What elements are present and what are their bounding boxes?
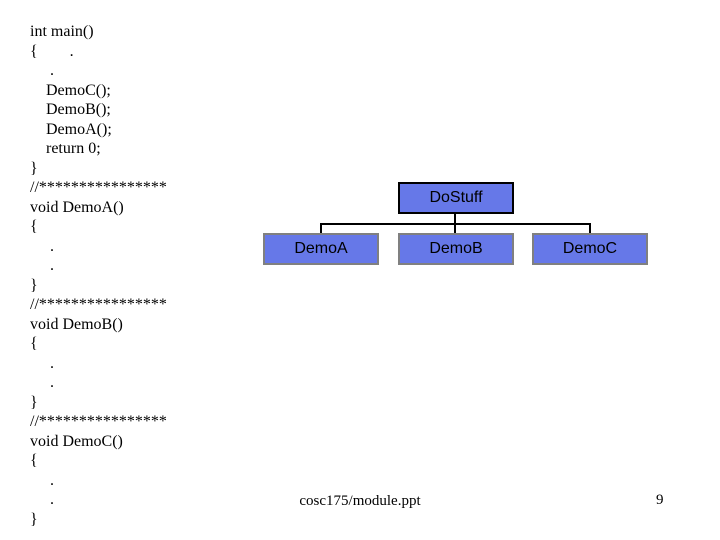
code-line: { .	[30, 42, 74, 60]
code-line: //****************	[30, 179, 167, 196]
code-line: .	[30, 491, 54, 508]
code-line: return 0;	[30, 140, 101, 157]
code-line: {	[30, 452, 38, 469]
code-line: .	[30, 257, 54, 274]
footer-text: cosc175/module.ppt	[299, 493, 421, 509]
node-demob: DemoB	[398, 233, 514, 265]
node-democ: DemoC	[532, 233, 648, 265]
code-line: {	[30, 335, 38, 352]
code-line: void DemoB()	[30, 315, 123, 333]
node-dostuff: DoStuff	[398, 182, 514, 214]
node-demoa: DemoA	[263, 233, 379, 265]
code-line: }	[30, 159, 38, 177]
code-line: .	[30, 471, 54, 489]
connector-root-stem	[454, 212, 456, 224]
connector-stub-demoa	[320, 223, 322, 233]
code-line: DemoB();	[30, 101, 111, 118]
code-line: {	[30, 218, 38, 235]
code-line: .	[30, 354, 54, 372]
connector-stub-demob	[454, 223, 456, 233]
code-line: //****************	[30, 296, 167, 313]
code-line: }	[30, 276, 38, 294]
code-line: }	[30, 510, 38, 528]
code-line: void DemoC()	[30, 432, 123, 450]
code-line: int main()	[30, 23, 94, 40]
code-line: void DemoA()	[30, 198, 124, 216]
code-line: //****************	[30, 413, 167, 430]
code-line: DemoC();	[30, 81, 111, 99]
code-line: .	[30, 374, 54, 391]
page-number: 9	[656, 492, 664, 508]
connector-stub-democ	[589, 223, 591, 233]
code-line: DemoA();	[30, 120, 112, 138]
code-line: }	[30, 393, 38, 411]
code-line: .	[30, 237, 54, 255]
code-listing: int main() { . . DemoC(); DemoB(); DemoA…	[30, 22, 167, 529]
code-line: .	[30, 62, 54, 79]
